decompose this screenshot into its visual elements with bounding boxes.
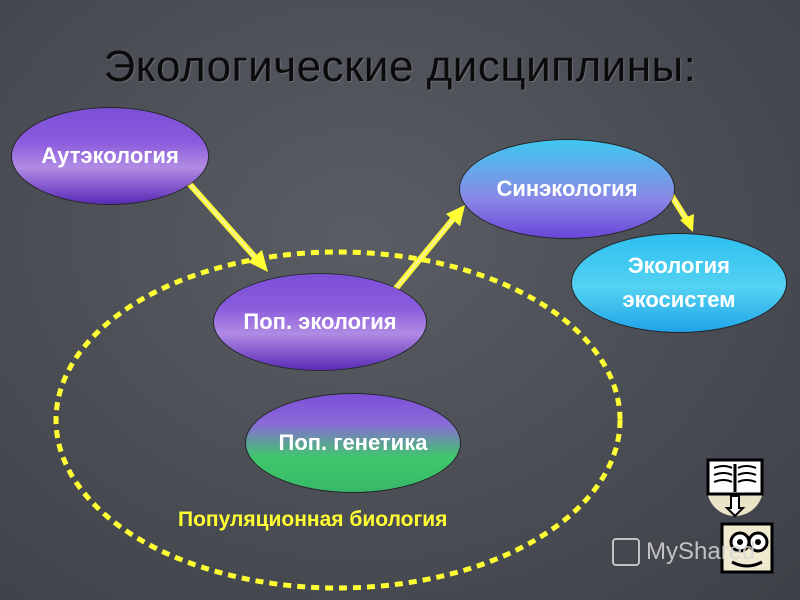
arrow-autecology-to-pop-ecology <box>183 178 268 272</box>
node-autecology: Аутэкология <box>12 108 208 204</box>
book-icon[interactable] <box>702 452 768 518</box>
node-pop-ecology: Поп. экология <box>214 274 426 370</box>
node-ecosystem-ecology: Экология экосистем <box>572 234 786 332</box>
population-biology-caption: Популяционная биология <box>178 508 448 531</box>
page-title: Экологические дисциплины: <box>103 42 697 91</box>
node-autecology-label: Аутэкология <box>41 143 179 168</box>
myshared-watermark: MyShared <box>612 538 755 566</box>
presenter-icon[interactable] <box>718 518 776 576</box>
node-synecology-label: Синэкология <box>496 176 638 201</box>
node-ecosystem-ecology-label-2: экосистем <box>622 287 736 312</box>
node-ecosystem-ecology-label-1: Экология <box>628 253 730 278</box>
myshared-logo-icon <box>612 538 640 566</box>
node-pop-genetics-label: Поп. генетика <box>278 430 428 455</box>
arrow-pop-ecology-to-synecology <box>385 205 465 300</box>
watermark-text: MyShared <box>646 538 756 565</box>
node-pop-genetics: Поп. генетика <box>246 394 460 492</box>
population-biology-ring <box>53 249 623 591</box>
node-synecology: Синэкология <box>460 140 674 238</box>
node-pop-ecology-label: Поп. экология <box>243 309 397 334</box>
